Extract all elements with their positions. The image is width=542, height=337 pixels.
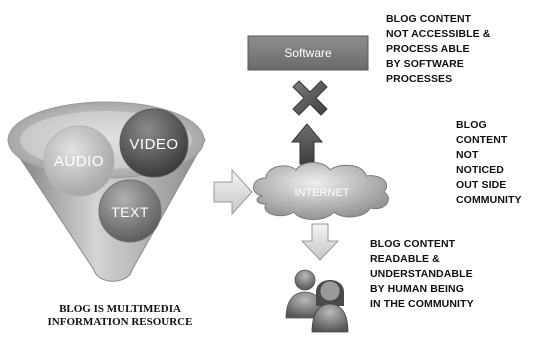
audio-label: AUDIO (54, 153, 104, 170)
arrow-right-icon (213, 168, 253, 216)
note-line: CONTENT (456, 134, 508, 146)
caption-line: BLOG IS MULTIMEDIA (59, 303, 181, 315)
cloud-icon: INTERNET (253, 162, 389, 220)
software-note: BLOG CONTENT NOT ACCESSIBLE & PROCESS AB… (386, 12, 490, 87)
diagram-caption: BLOG IS MULTIMEDIA INFORMATION RESOURCE (40, 303, 200, 329)
caption-line: INFORMATION RESOURCE (47, 316, 193, 328)
internet-label: INTERNET (295, 187, 350, 199)
software-box: Software (247, 35, 369, 71)
internet-note: BLOG CONTENT NOT NOTICED OUT SIDE COMMUN… (456, 118, 522, 208)
audio-circle: AUDIO (43, 125, 115, 197)
note-line: COMMUNITY (456, 194, 522, 206)
note-line: NOTICED (456, 164, 504, 176)
note-line: OUT SIDE (456, 179, 507, 191)
note-line: NOT ACCESSIBLE & (386, 28, 491, 40)
video-label: VIDEO (129, 136, 178, 153)
software-label: Software (284, 46, 332, 60)
arrow-down-icon (300, 223, 340, 261)
note-line: BLOG (456, 119, 487, 131)
note-line: NOT (456, 149, 479, 161)
note-line: BLOG CONTENT (370, 238, 456, 250)
human-note: BLOG CONTENT READABLE & UNDERSTANDABLE B… (370, 237, 474, 312)
note-line: UNDERSTANDABLE (370, 268, 473, 280)
text-circle: TEXT (98, 179, 162, 243)
note-line: IN THE COMMUNITY (370, 298, 474, 310)
note-line: READABLE & (370, 253, 440, 265)
note-line: PROCESS ABLE (386, 43, 470, 55)
x-mark-icon (292, 80, 328, 116)
note-line: BLOG CONTENT (386, 13, 472, 25)
note-line: BY SOFTWARE (386, 58, 464, 70)
video-circle: VIDEO (119, 108, 189, 178)
people-icon (285, 269, 349, 333)
note-line: BY HUMAN BEING (370, 283, 464, 295)
arrow-up-icon (290, 123, 324, 165)
note-line: PROCESSES (386, 73, 453, 85)
text-label: TEXT (111, 204, 149, 220)
